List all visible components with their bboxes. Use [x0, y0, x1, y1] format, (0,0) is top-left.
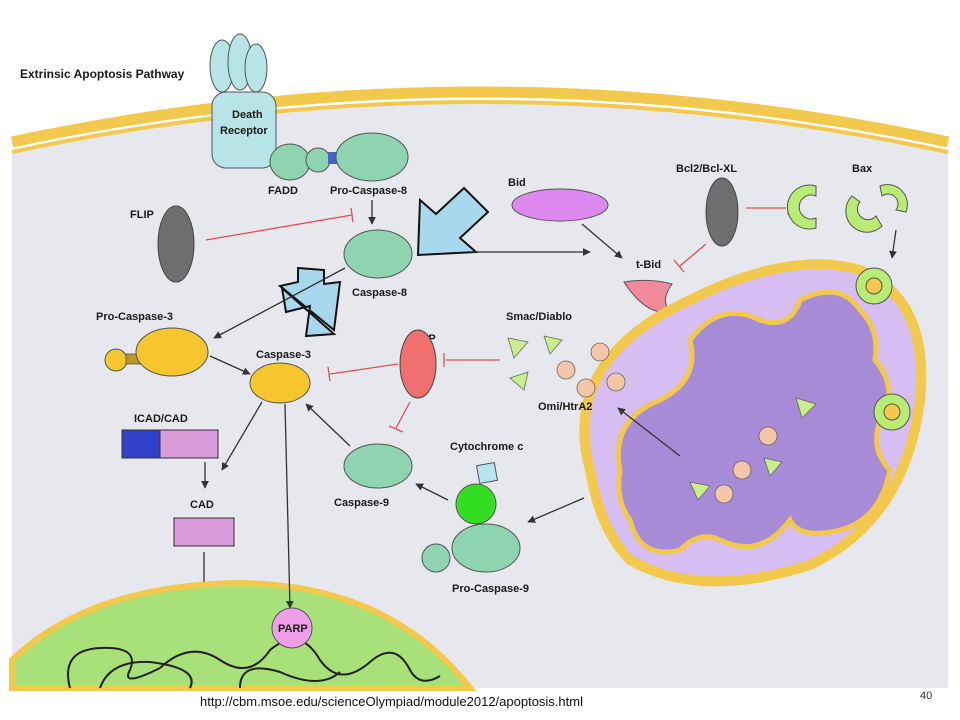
pro-caspase-3-to-caspase-3 — [209, 355, 251, 375]
bcl2-shape — [705, 177, 739, 247]
fadd-label: FADD — [268, 185, 298, 197]
death-receptor — [209, 33, 277, 169]
pro-caspase-8-label: Pro-Caspase-8 — [330, 185, 407, 197]
xiap-inhibits-caspase-9 — [395, 401, 411, 429]
icad-cad-label: ICAD/CAD — [134, 413, 188, 425]
caspase-8-to-pro-caspase-3 — [213, 267, 346, 339]
cytochrome-c-square — [475, 461, 499, 485]
death-receptor-label-line1: Death — [232, 109, 263, 121]
dna-strand — [67, 638, 441, 689]
t-bid-label: t-Bid — [636, 259, 661, 271]
caspase-3-label: Caspase-3 — [256, 349, 311, 361]
nucleus — [9, 579, 477, 691]
t-bid-shape — [623, 279, 673, 313]
bax-pore-2-center — [883, 403, 901, 421]
caspase-3-to-parp — [284, 403, 294, 609]
xiap-inhibits-caspase-3 — [329, 363, 399, 375]
fadd-connector — [305, 147, 331, 173]
caspase-9-label: Caspase-9 — [334, 497, 389, 509]
cad-block-in-complex — [159, 429, 219, 459]
xiap-shape — [399, 329, 437, 399]
omi-3 — [576, 378, 596, 398]
bax-single — [786, 184, 817, 230]
mitochondria-to-cytochrome-c — [527, 497, 585, 523]
pro-caspase-3-label: Pro-Caspase-3 — [96, 311, 173, 323]
pro-caspase-9-small — [421, 543, 451, 573]
parp-label: PARP — [278, 623, 308, 635]
caspase-3-shape — [249, 362, 311, 404]
apaf1-shape — [455, 483, 497, 525]
cad-block — [173, 517, 235, 547]
cell-membrane — [10, 86, 950, 148]
flip-inhibit-bar — [350, 207, 354, 223]
fadd-shape — [269, 143, 311, 181]
bcl2-label: Bcl2/Bcl-XL — [676, 163, 737, 175]
cad-label: CAD — [190, 499, 214, 511]
bax-pair-1 — [845, 195, 883, 233]
caspase-9-to-caspase-3 — [305, 403, 351, 447]
caspase-8-label: Caspase-8 — [352, 287, 407, 299]
linker-blue — [328, 152, 338, 164]
omi-1 — [556, 360, 576, 380]
smac-1 — [507, 337, 529, 359]
caspase-3-to-icad — [221, 401, 263, 471]
omi-2 — [590, 342, 610, 362]
flip-inhibits-caspase-8 — [205, 214, 353, 241]
bid-shape — [511, 188, 609, 222]
bid-to-t-bid — [581, 223, 623, 259]
bcl2-inhibit-bar-tbid — [673, 259, 685, 273]
cell-membrane-inner — [11, 100, 949, 154]
apoptosome-to-caspase-9 — [415, 483, 449, 501]
pro-caspase-9-shape — [451, 523, 521, 573]
death-receptor-label-line2: Receptor — [220, 125, 268, 137]
highlight-arrow-caspase-8 — [416, 186, 490, 257]
smac-label: Smac/Diablo — [506, 311, 572, 323]
bax-pore-1-center — [865, 277, 883, 295]
pro-caspase-8-shape — [335, 132, 409, 182]
bax-label: Bax — [852, 163, 873, 175]
diagram-title: Extrinsic Apoptosis Pathway — [20, 67, 185, 81]
slide-number: 40 — [920, 690, 933, 702]
bid-label: Bid — [508, 177, 526, 189]
highlight-arrow-caspase-3-body — [280, 285, 337, 338]
xiap-inhibit-bar-c3 — [327, 366, 331, 382]
pro-caspase-3-shape — [135, 327, 209, 377]
parp-shape — [271, 607, 313, 649]
xiap-inhibit-bar-c9 — [388, 425, 404, 433]
bax-to-mitochondria — [889, 229, 897, 259]
cytochrome-c-label: Cytochrome c — [450, 441, 523, 453]
smac-3 — [509, 371, 529, 391]
pro-caspase-9-label: Pro-Caspase-9 — [452, 583, 529, 595]
caspase-8-shape — [343, 229, 413, 279]
flip-shape — [157, 205, 195, 283]
source-url[interactable]: http://cbm.msoe.edu/scienceOlympiad/modu… — [200, 694, 583, 709]
bcl2-inhibits-t-bid — [679, 243, 707, 267]
icad-block — [121, 429, 161, 459]
smac-2 — [543, 335, 563, 355]
mitochondrion — [579, 259, 927, 587]
dna-strand-2 — [99, 660, 341, 689]
omi-label: Omi/HtrA2 — [538, 401, 592, 413]
pro-caspase-3-small — [104, 348, 128, 372]
omi-4 — [606, 372, 626, 392]
flip-label: FLIP — [130, 209, 154, 221]
caspase-9-shape — [343, 443, 413, 489]
mitochondria-to-smac — [617, 407, 681, 457]
highlight-arrow-caspase-3 — [277, 266, 342, 332]
bax-pair-2 — [879, 184, 908, 213]
